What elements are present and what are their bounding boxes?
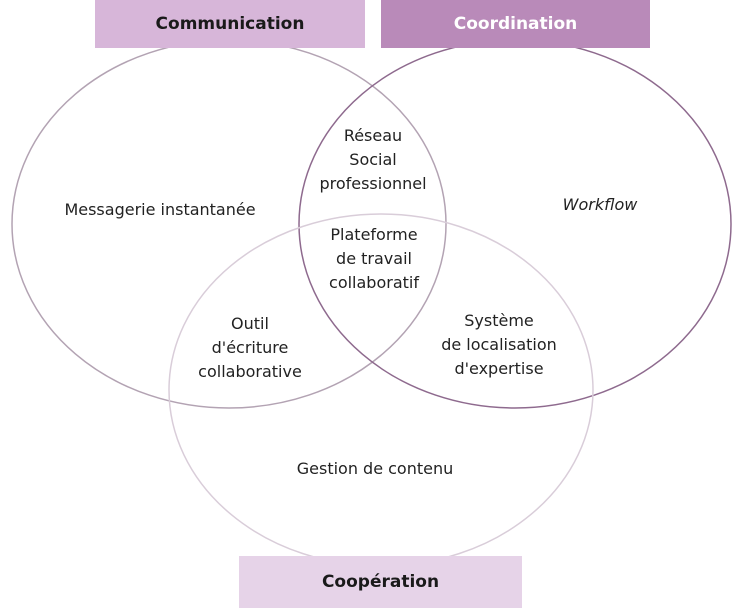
coordination-label: Coordination — [381, 0, 650, 48]
region-text: Workflow — [562, 195, 638, 214]
region-workflow: Workflow — [530, 193, 670, 217]
region-gestion-de-contenu: Gestion de contenu — [270, 457, 480, 481]
region-text: collaborative — [198, 362, 302, 381]
region-text: Plateforme — [330, 225, 418, 244]
region-plateforme-travail-collaboratif: Plateforme de travail collaboratif — [298, 223, 450, 295]
region-text: professionnel — [319, 174, 427, 193]
region-text: Système — [464, 311, 534, 330]
region-text: Outil — [231, 314, 269, 333]
region-systeme-localisation-expertise: Système de localisation d'expertise — [418, 309, 580, 381]
region-text: d'écriture — [211, 338, 289, 357]
region-text: Social — [349, 150, 397, 169]
region-text: Réseau — [343, 126, 403, 145]
region-reseau-social-professionnel: Réseau Social professionnel — [298, 124, 448, 196]
communication-label: Communication — [95, 0, 365, 48]
region-text: Messagerie instantanée — [64, 200, 256, 219]
region-messagerie-instantanee: Messagerie instantanée — [30, 198, 290, 222]
region-text: collaboratif — [329, 273, 419, 292]
region-text: de localisation — [441, 335, 557, 354]
region-text: d'expertise — [454, 359, 544, 378]
region-text: Gestion de contenu — [296, 459, 454, 478]
region-text: de travail — [336, 249, 412, 268]
cooperation-label: Coopération — [239, 556, 522, 608]
region-outil-ecriture-collaborative: Outil d'écriture collaborative — [175, 312, 325, 384]
